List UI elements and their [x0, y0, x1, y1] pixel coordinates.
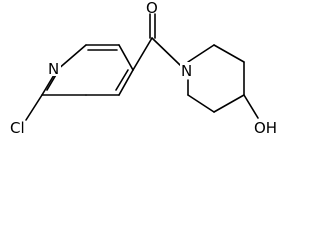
- bond-carbonyl-n: [151, 37, 181, 66]
- bond-c2-c3: [213, 44, 245, 63]
- atom-label-o-carbonyl: O: [146, 0, 158, 17]
- atom-label-n-piperidine: N: [181, 62, 192, 80]
- bond-ring-carbonyl: [132, 37, 153, 71]
- double-bond-c4-c3: [115, 69, 129, 91]
- bond-n1-c6: [56, 44, 87, 71]
- piperidine-ring: [187, 44, 245, 113]
- bond-c4-oh: [243, 94, 259, 119]
- atom-label-n-pyridine: N: [48, 60, 59, 78]
- bond-c5-c4: [118, 44, 134, 71]
- carbonyl-group: [132, 13, 181, 71]
- atom-label-oh: OH: [254, 119, 277, 137]
- bond-c4-c5: [213, 94, 245, 113]
- atom-label-cl: Cl: [10, 119, 25, 137]
- atom-bg-n-pyridine: [48, 60, 61, 76]
- bond-c5-c6: [187, 94, 215, 113]
- pyridine-ring: [41, 44, 134, 96]
- chemical-structure: O N N Cl OH: [10, 0, 277, 137]
- bond-n-c2: [187, 44, 215, 63]
- atom-bg-n-piperidine: [180, 62, 194, 79]
- bond-c4-c3: [118, 69, 134, 96]
- bond-c-cl: [25, 94, 43, 121]
